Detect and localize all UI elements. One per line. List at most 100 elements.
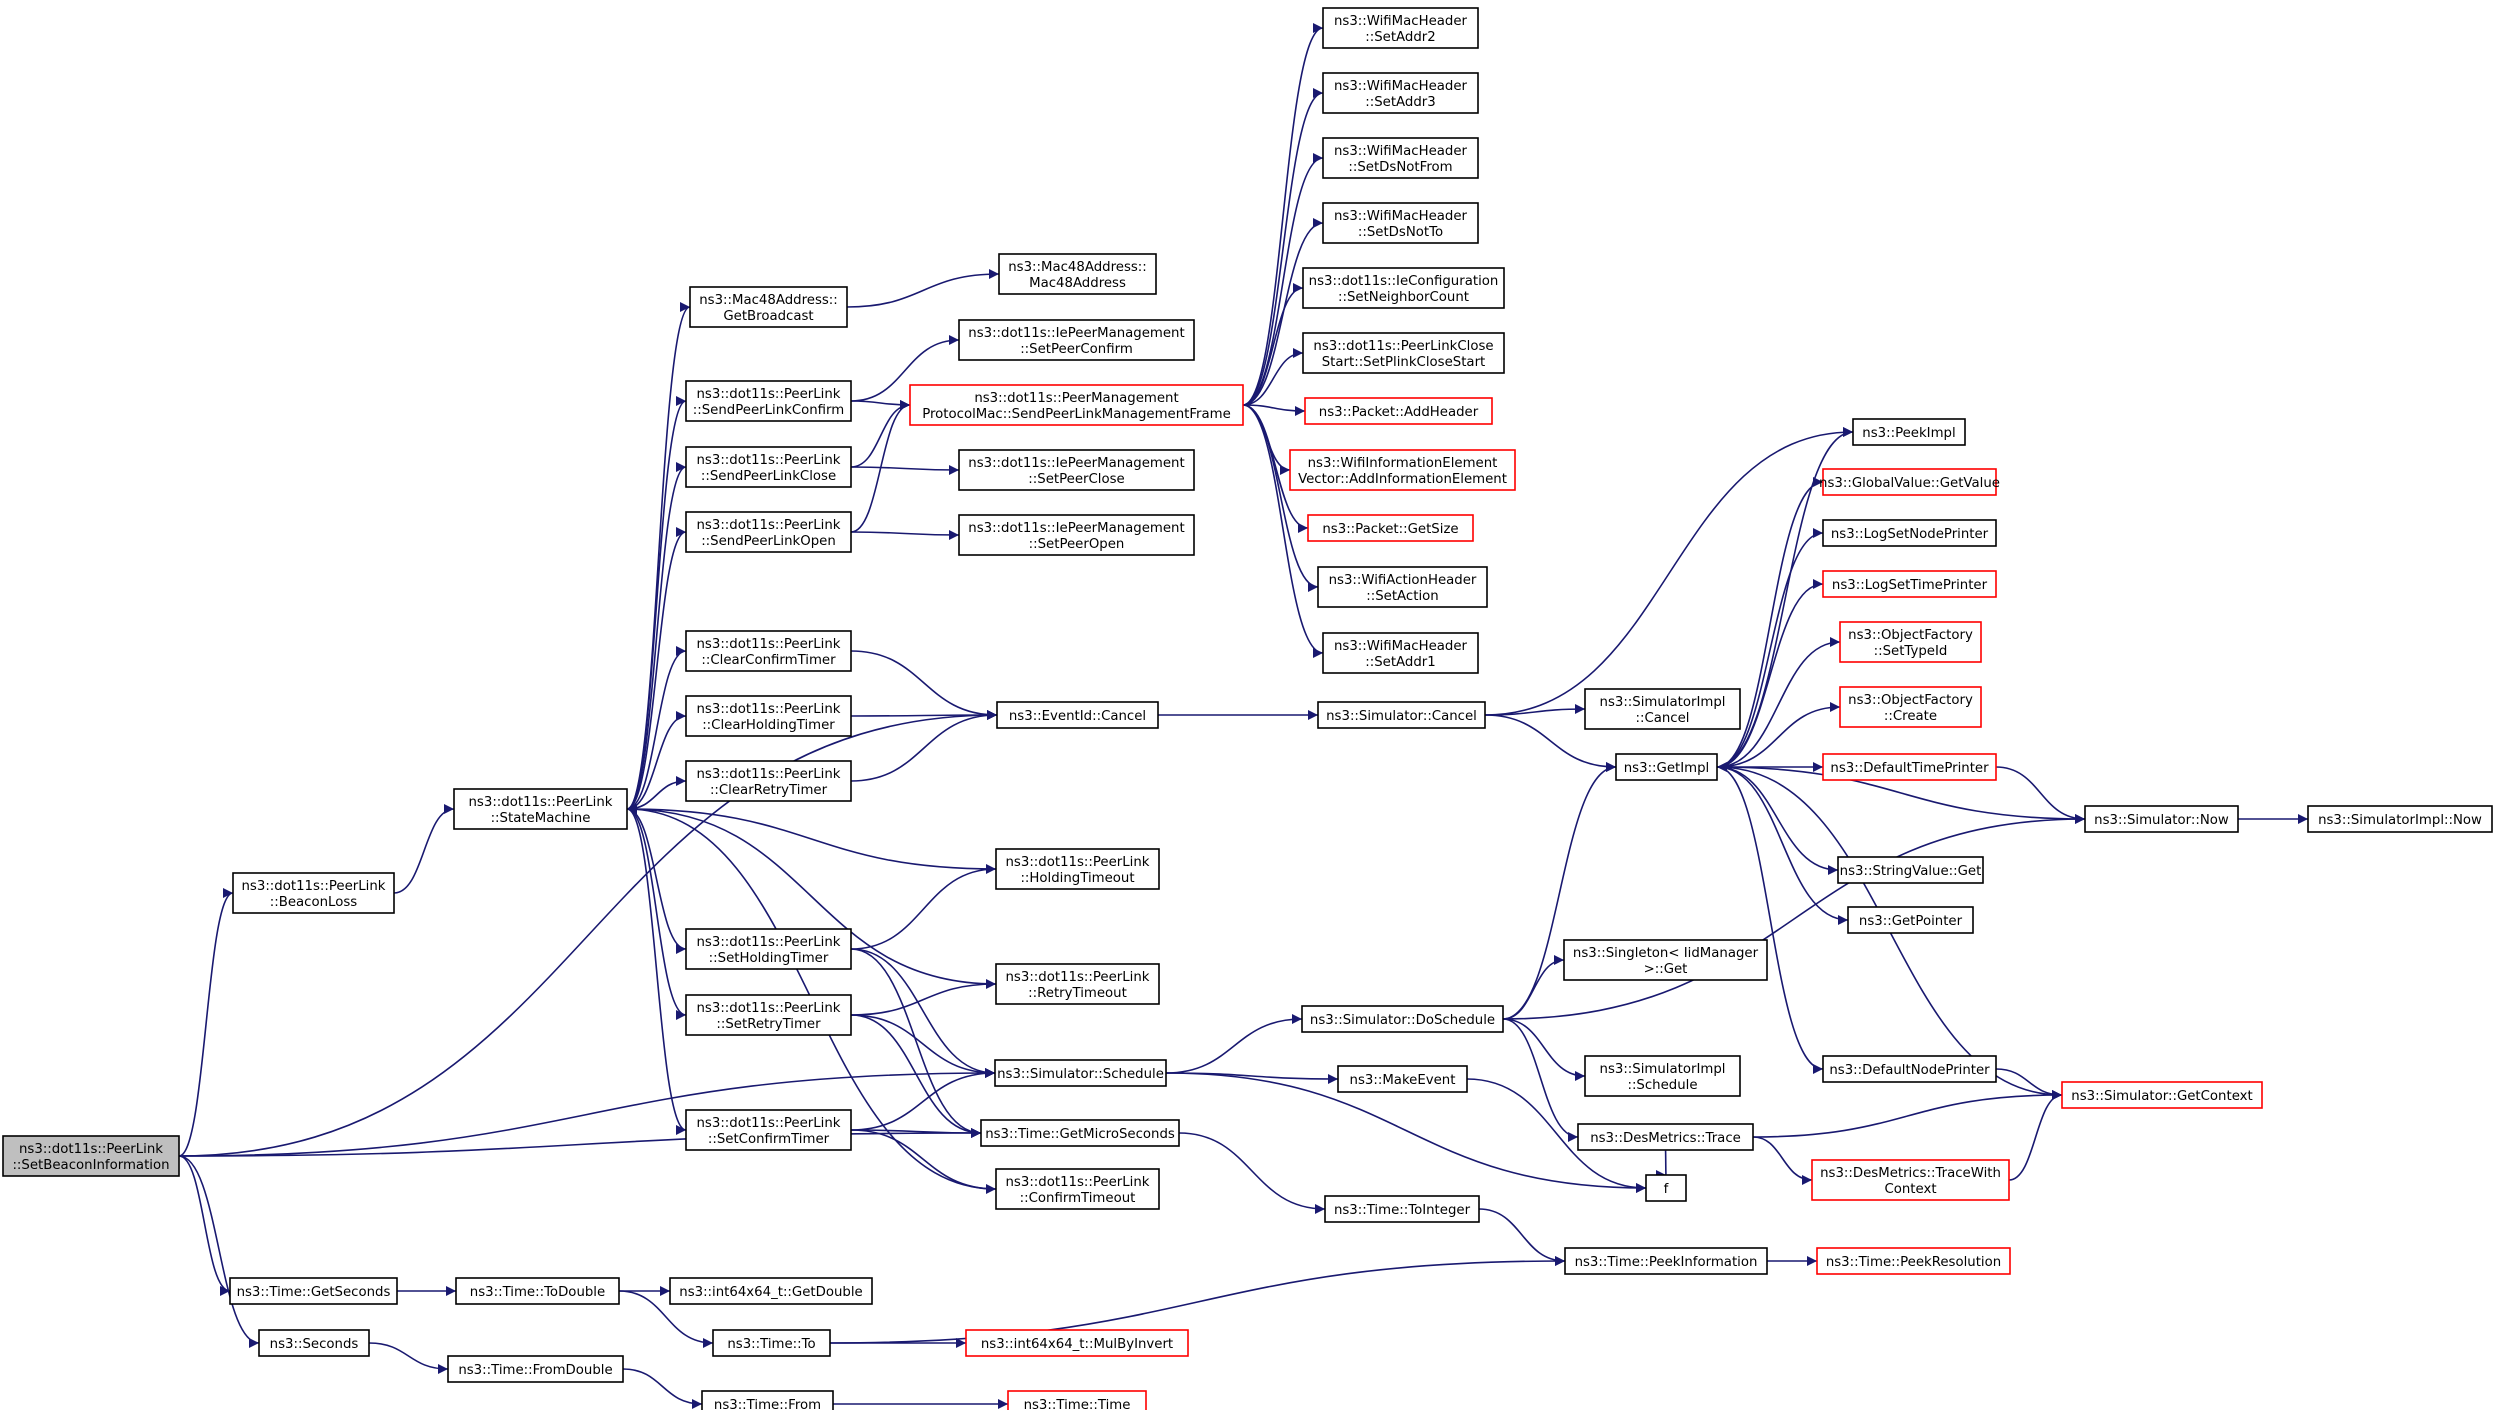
node-setplinkclosestart[interactable]: ns3::dot11s::PeerLinkCloseStart::SetPlin… bbox=[1302, 332, 1505, 374]
node-confirmtimeout[interactable]: ns3::dot11s::PeerLink::ConfirmTimeout bbox=[995, 1168, 1160, 1210]
node-simschedule[interactable]: ns3::Simulator::Schedule bbox=[994, 1059, 1167, 1087]
node-box bbox=[1302, 267, 1505, 309]
node-label: ::SetAction bbox=[1366, 589, 1438, 604]
node-label: Mac48Address bbox=[1029, 276, 1126, 291]
node-logsetnode[interactable]: ns3::LogSetNodePrinter bbox=[1822, 519, 1997, 547]
node-f[interactable]: f bbox=[1645, 1174, 1687, 1202]
node-label: ::SetPeerConfirm bbox=[1020, 342, 1133, 357]
node-setaction[interactable]: ns3::WifiActionHeader::SetAction bbox=[1317, 566, 1488, 608]
node-sendconfirm[interactable]: ns3::dot11s::PeerLink::SendPeerLinkConfi… bbox=[685, 380, 852, 422]
node-box bbox=[1317, 701, 1486, 729]
node-desmetricstrace[interactable]: ns3::DesMetrics::Trace bbox=[1577, 1123, 1754, 1151]
node-logsettime[interactable]: ns3::LogSetTimePrinter bbox=[1822, 570, 1997, 598]
node-stringvalueget[interactable]: ns3::StringValue::Get bbox=[1837, 856, 1984, 884]
node-holdingtimeout[interactable]: ns3::dot11s::PeerLink::HoldingTimeout bbox=[995, 848, 1160, 890]
node-getseconds[interactable]: ns3::Time::GetSeconds bbox=[229, 1277, 398, 1305]
node-fromdouble[interactable]: ns3::Time::FromDouble bbox=[447, 1355, 624, 1383]
node-setdsnotto[interactable]: ns3::WifiMacHeader::SetDsNotTo bbox=[1322, 202, 1479, 244]
node-eventcancel[interactable]: ns3::EventId::Cancel bbox=[996, 701, 1159, 729]
node-label: ::ClearHoldingTimer bbox=[702, 718, 835, 733]
node-label: ns3::Simulator::Schedule bbox=[997, 1067, 1164, 1082]
node-setholding[interactable]: ns3::dot11s::PeerLink::SetHoldingTimer bbox=[685, 928, 852, 970]
node-simimplschedule[interactable]: ns3::SimulatorImpl::Schedule bbox=[1584, 1055, 1741, 1097]
node-setdsnotfrom[interactable]: ns3::WifiMacHeader::SetDsNotFrom bbox=[1322, 137, 1479, 179]
node-sendmgmtframe[interactable]: ns3::dot11s::PeerManagementProtocolMac::… bbox=[909, 384, 1244, 426]
node-label: ns3::StringValue::Get bbox=[1840, 864, 1982, 879]
node-setpeerconfirm[interactable]: ns3::dot11s::IePeerManagement::SetPeerCo… bbox=[958, 319, 1195, 361]
node-simimplnow[interactable]: ns3::SimulatorImpl::Now bbox=[2307, 805, 2493, 833]
node-getpointer[interactable]: ns3::GetPointer bbox=[1847, 906, 1974, 934]
node-clearconfirm[interactable]: ns3::dot11s::PeerLink::ClearConfirmTimer bbox=[685, 630, 852, 672]
node-peekinfo[interactable]: ns3::Time::PeekInformation bbox=[1564, 1247, 1768, 1275]
node-label: ns3::Packet::GetSize bbox=[1322, 522, 1458, 537]
node-box bbox=[1304, 397, 1493, 425]
node-setaddr1[interactable]: ns3::WifiMacHeader::SetAddr1 bbox=[1322, 632, 1479, 674]
node-clearretry[interactable]: ns3::dot11s::PeerLink::ClearRetryTimer bbox=[685, 760, 852, 802]
node-tointeger[interactable]: ns3::Time::ToInteger bbox=[1324, 1195, 1480, 1223]
node-getdouble[interactable]: ns3::int64x64_t::GetDouble bbox=[669, 1277, 873, 1305]
node-setaddr2[interactable]: ns3::WifiMacHeader::SetAddr2 bbox=[1322, 7, 1479, 49]
node-doschedule[interactable]: ns3::Simulator::DoSchedule bbox=[1301, 1005, 1504, 1033]
node-makeevent[interactable]: ns3::MakeEvent bbox=[1337, 1065, 1468, 1093]
node-setpeerclose[interactable]: ns3::dot11s::IePeerManagement::SetPeerCl… bbox=[958, 449, 1195, 491]
edge bbox=[1716, 766, 1849, 925]
node-settypeid[interactable]: ns3::ObjectFactory::SetTypeId bbox=[1839, 621, 1982, 663]
node-peekres[interactable]: ns3::Time::PeekResolution bbox=[1816, 1247, 2011, 1275]
node-peekimpl[interactable]: ns3::PeekImpl bbox=[1852, 418, 1966, 446]
node-label: ns3::SimulatorImpl::Now bbox=[2318, 813, 2482, 828]
node-setaddr3[interactable]: ns3::WifiMacHeader::SetAddr3 bbox=[1322, 72, 1479, 114]
node-box bbox=[1337, 1065, 1468, 1093]
node-box bbox=[1816, 1247, 2011, 1275]
node-sendclose[interactable]: ns3::dot11s::PeerLink::SendPeerLinkClose bbox=[685, 446, 852, 488]
node-globalvalue[interactable]: ns3::GlobalValue::GetValue bbox=[1819, 468, 2000, 496]
edge bbox=[626, 804, 997, 985]
node-setneighborcount[interactable]: ns3::dot11s::IeConfiguration::SetNeighbo… bbox=[1302, 267, 1505, 309]
node-singleton[interactable]: ns3::Singleton< IidManager>::Get bbox=[1563, 939, 1768, 981]
node-getsize[interactable]: ns3::Packet::GetSize bbox=[1307, 514, 1474, 542]
edge bbox=[626, 646, 687, 810]
node-simnow[interactable]: ns3::Simulator::Now bbox=[2084, 805, 2239, 833]
node-timeto[interactable]: ns3::Time::To bbox=[712, 1329, 831, 1357]
node-addinfoelem[interactable]: ns3::WifiInformationElementVector::AddIn… bbox=[1289, 449, 1516, 491]
node-statemachine[interactable]: ns3::dot11s::PeerLink::StateMachine bbox=[453, 788, 628, 830]
edge bbox=[1502, 814, 2086, 1020]
node-label: ns3::PeekImpl bbox=[1862, 426, 1955, 441]
node-ofcreate[interactable]: ns3::ObjectFactory::Create bbox=[1839, 686, 1982, 728]
node-todouble[interactable]: ns3::Time::ToDouble bbox=[455, 1277, 620, 1305]
edge bbox=[2008, 1090, 2063, 1181]
node-getbroadcast[interactable]: ns3::Mac48Address::GetBroadcast bbox=[689, 286, 848, 328]
node-timefrom[interactable]: ns3::Time::From bbox=[701, 1390, 834, 1410]
node-box bbox=[712, 1329, 831, 1357]
node-setpeeropen[interactable]: ns3::dot11s::IePeerManagement::SetPeerOp… bbox=[958, 514, 1195, 556]
node-simimplcancel[interactable]: ns3::SimulatorImpl::Cancel bbox=[1584, 688, 1741, 730]
node-setconfirm[interactable]: ns3::dot11s::PeerLink::SetConfirmTimer bbox=[685, 1109, 852, 1151]
node-getmicro[interactable]: ns3::Time::GetMicroSeconds bbox=[980, 1119, 1180, 1147]
node-label: ns3::dot11s::PeerLink bbox=[1006, 970, 1150, 985]
node-seconds[interactable]: ns3::Seconds bbox=[258, 1329, 370, 1357]
node-box bbox=[685, 928, 852, 970]
edge bbox=[1502, 1018, 1579, 1142]
edge bbox=[850, 710, 998, 721]
node-getimpl[interactable]: ns3::GetImpl bbox=[1615, 753, 1718, 781]
edge bbox=[850, 710, 998, 782]
node-getcontext[interactable]: ns3::Simulator::GetContext bbox=[2061, 1081, 2263, 1109]
edge bbox=[850, 948, 982, 1138]
node-deftimeprinter[interactable]: ns3::DefaultTimePrinter bbox=[1822, 753, 1997, 781]
node-box bbox=[669, 1277, 873, 1305]
node-mulbyinvert[interactable]: ns3::int64x64_t::MulByInvert bbox=[965, 1329, 1189, 1357]
node-retrytimeout[interactable]: ns3::dot11s::PeerLink::RetryTimeout bbox=[995, 963, 1160, 1005]
node-mac48address[interactable]: ns3::Mac48Address::Mac48Address bbox=[998, 253, 1157, 295]
edge bbox=[1752, 1136, 1813, 1185]
node-simcancel[interactable]: ns3::Simulator::Cancel bbox=[1317, 701, 1486, 729]
edge bbox=[626, 302, 691, 810]
node-clearholding[interactable]: ns3::dot11s::PeerLink::ClearHoldingTimer bbox=[685, 695, 852, 737]
node-defnodeprinter[interactable]: ns3::DefaultNodePrinter bbox=[1822, 1055, 1997, 1083]
node-timetime[interactable]: ns3::Time::Time bbox=[1007, 1390, 1147, 1410]
edge bbox=[850, 1014, 982, 1138]
node-setretry[interactable]: ns3::dot11s::PeerLink::SetRetryTimer bbox=[685, 994, 852, 1036]
node-sendopen[interactable]: ns3::dot11s::PeerLink::SendPeerLinkOpen bbox=[685, 511, 852, 553]
node-addheader[interactable]: ns3::Packet::AddHeader bbox=[1304, 397, 1493, 425]
node-beaconloss[interactable]: ns3::dot11s::PeerLink::BeaconLoss bbox=[232, 872, 395, 914]
